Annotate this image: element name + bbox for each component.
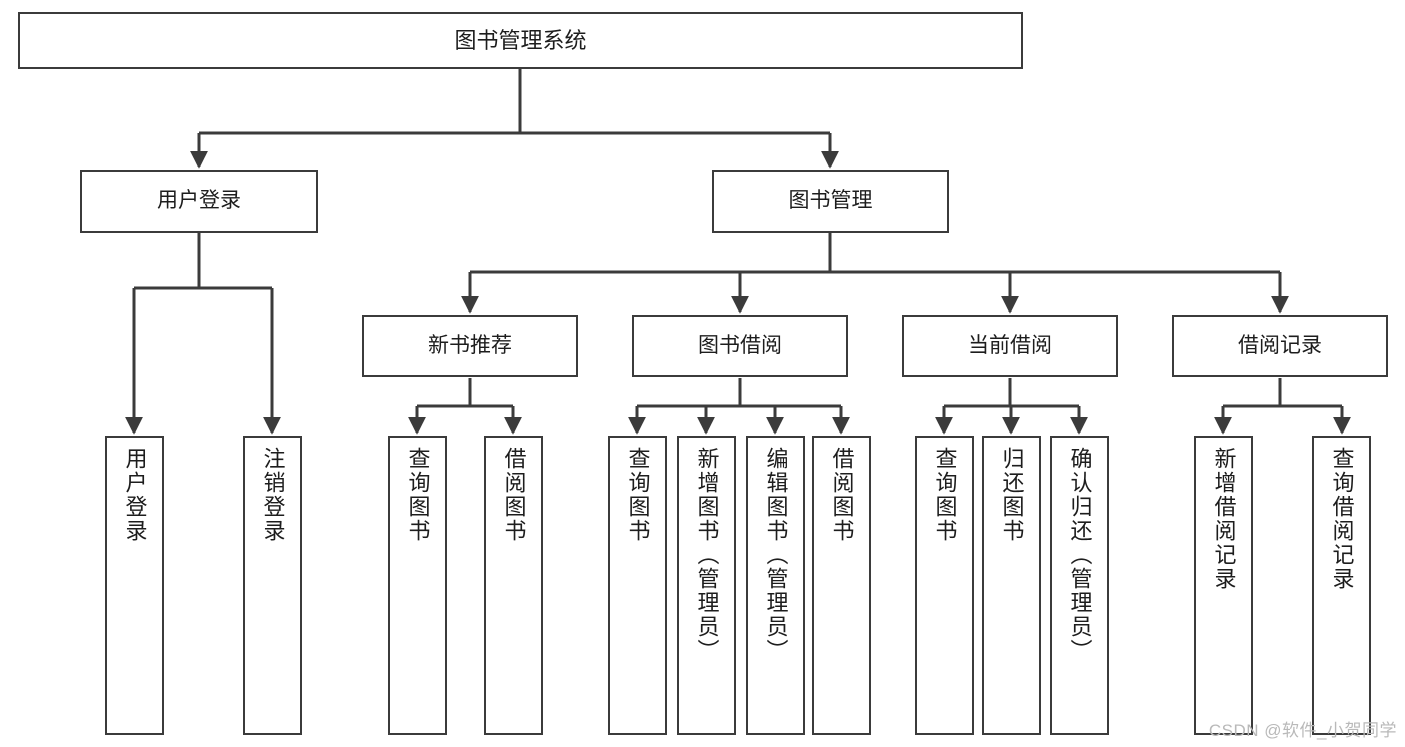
node-leaf-add-borrow-record[interactable]: 新增借阅记录 xyxy=(1194,436,1253,735)
node-label: 查询图书 xyxy=(932,447,958,543)
node-leaf-borrow-book[interactable]: 借阅图书 xyxy=(812,436,871,735)
node-book-borrowing[interactable]: 图书借阅 xyxy=(632,315,848,377)
node-root-book-management-system[interactable]: 图书管理系统 xyxy=(18,12,1023,69)
node-label: 图书管理 xyxy=(788,189,873,213)
node-label: 查询图书 xyxy=(405,447,431,543)
node-book-management[interactable]: 图书管理 xyxy=(712,170,949,233)
node-label: 借阅图书 xyxy=(829,447,855,543)
node-label: 注销登录 xyxy=(260,447,286,543)
node-user-login[interactable]: 用户登录 xyxy=(80,170,318,233)
node-label: 确认归还（管理员） xyxy=(1067,447,1093,663)
node-leaf-query-book-current[interactable]: 查询图书 xyxy=(915,436,974,735)
node-new-book-recommendation[interactable]: 新书推荐 xyxy=(362,315,578,377)
node-leaf-query-book-recommend[interactable]: 查询图书 xyxy=(388,436,447,735)
node-leaf-user-login[interactable]: 用户登录 xyxy=(105,436,164,735)
node-label: 用户登录 xyxy=(157,189,241,213)
node-leaf-add-book-admin[interactable]: 新增图书（管理员） xyxy=(677,436,736,735)
node-label: 当前借阅 xyxy=(968,333,1052,357)
node-label: 借阅记录 xyxy=(1238,333,1322,357)
node-leaf-return-book[interactable]: 归还图书 xyxy=(982,436,1041,735)
node-leaf-query-borrow-record[interactable]: 查询借阅记录 xyxy=(1312,436,1371,735)
node-leaf-logout[interactable]: 注销登录 xyxy=(243,436,302,735)
node-leaf-confirm-return-admin[interactable]: 确认归还（管理员） xyxy=(1050,436,1109,735)
node-label: 图书管理系统 xyxy=(454,27,587,53)
node-current-borrowing[interactable]: 当前借阅 xyxy=(902,315,1118,377)
node-leaf-borrow-book-recommend[interactable]: 借阅图书 xyxy=(484,436,543,735)
node-label: 借阅图书 xyxy=(501,447,527,543)
node-leaf-query-book-borrow[interactable]: 查询图书 xyxy=(608,436,667,735)
node-label: 新书推荐 xyxy=(428,333,512,357)
node-borrowing-record[interactable]: 借阅记录 xyxy=(1172,315,1388,377)
node-label: 用户登录 xyxy=(122,447,148,543)
watermark-text: CSDN @软件_小贺同学 xyxy=(1208,721,1397,740)
node-label: 新增借阅记录 xyxy=(1211,447,1237,591)
node-leaf-edit-book-admin[interactable]: 编辑图书（管理员） xyxy=(746,436,805,735)
node-label: 查询借阅记录 xyxy=(1329,447,1355,591)
node-label: 新增图书（管理员） xyxy=(694,447,720,663)
node-label: 归还图书 xyxy=(999,447,1025,543)
node-label: 编辑图书（管理员） xyxy=(763,447,789,663)
node-label: 图书借阅 xyxy=(698,333,782,357)
node-label: 查询图书 xyxy=(625,447,651,543)
